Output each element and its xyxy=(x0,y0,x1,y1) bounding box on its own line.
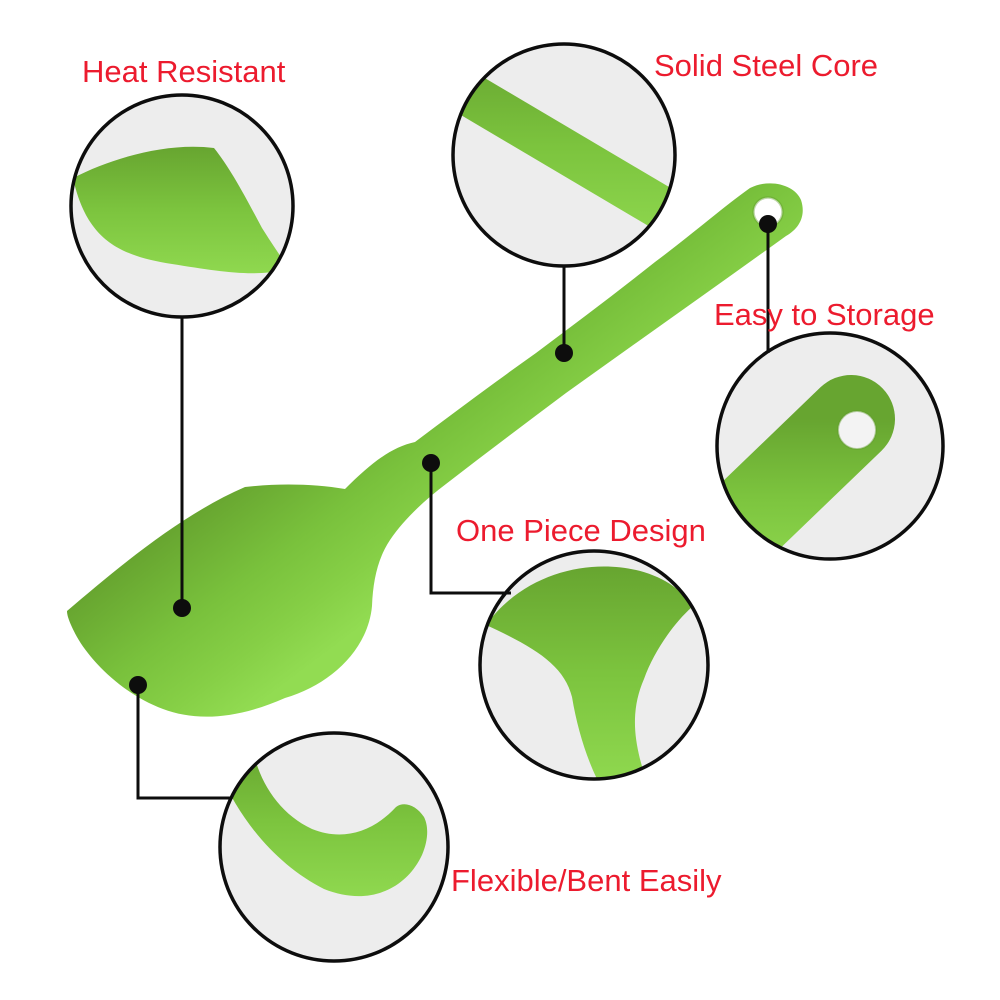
leader-dot-storage xyxy=(759,215,777,233)
label-easy-to-storage: Easy to Storage xyxy=(714,297,935,332)
leader-dot-steel-core xyxy=(555,344,573,362)
callout-circle-one-piece xyxy=(478,549,710,781)
label-heat-resistant: Heat Resistant xyxy=(82,54,286,89)
leader-dot-heat-resistant xyxy=(173,599,191,617)
callout-circle-heat-resistant xyxy=(69,93,295,319)
callout-circle-flexible xyxy=(218,731,450,963)
vignette-junction-zoom xyxy=(486,566,692,779)
label-one-piece-design: One Piece Design xyxy=(456,513,706,548)
leader-dot-one-piece xyxy=(422,454,440,472)
vignette-shaft-zoom xyxy=(453,51,675,244)
leader-line-one-piece xyxy=(429,463,511,595)
leader-line-flexible xyxy=(136,685,231,800)
label-flexible-bent-easily: Flexible/Bent Easily xyxy=(451,863,722,898)
vignette-handle-zoom xyxy=(717,375,895,559)
leader-dot-flexible xyxy=(129,676,147,694)
handle-hole-zoomed xyxy=(837,410,877,450)
callout-circle-storage xyxy=(715,331,945,561)
label-solid-steel-core: Solid Steel Core xyxy=(654,48,879,83)
spatula-body xyxy=(67,183,803,717)
vignette-bent-blade-zoom xyxy=(220,746,428,897)
vignette-blade-zoom xyxy=(73,146,288,274)
